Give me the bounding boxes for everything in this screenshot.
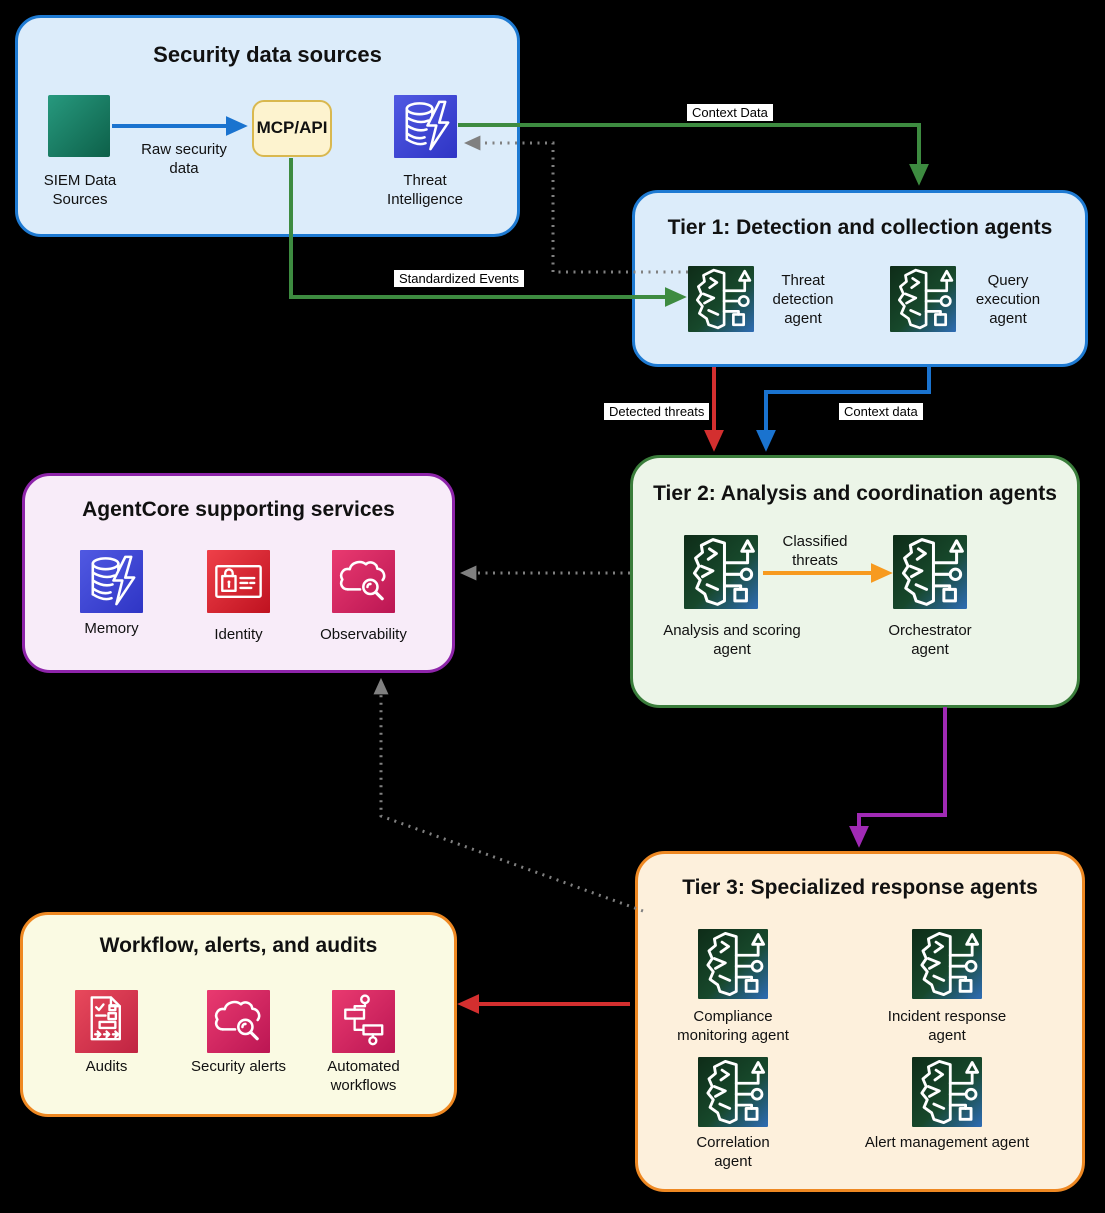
standardized-events-label: Standardized Events	[393, 269, 525, 288]
mcp-api-node: MCP/API	[252, 100, 332, 157]
security-alerts-label: Security alerts	[190, 1058, 287, 1075]
observability-icon	[332, 550, 395, 613]
analysis-scoring-agent-label: Analysis and scoring agent	[663, 622, 801, 658]
raw-security-data-label: Raw security data	[141, 141, 227, 177]
orchestrator-agent-icon	[893, 534, 967, 610]
tier3-box	[635, 851, 1085, 1192]
correlation-agent-icon	[698, 1057, 768, 1127]
threat-intelligence-icon	[394, 95, 457, 158]
workflow-title: Workflow, alerts, and audits	[99, 934, 378, 957]
tier2-title: Tier 2: Analysis and coordination agents	[653, 482, 1057, 505]
automated-workflows-label: Automated workflows	[327, 1058, 400, 1094]
incident-response-agent-label: Incident response agent	[887, 1008, 1007, 1044]
query-execution-agent-icon	[890, 266, 956, 332]
orchestrator-agent-label: Orchestrator agent	[888, 622, 972, 658]
identity-icon	[207, 550, 270, 613]
audits-icon	[75, 990, 138, 1053]
audits-label: Audits	[85, 1058, 128, 1075]
correlation-agent-label: Correlation agent	[696, 1134, 770, 1170]
context-data-mid-label: Context data	[838, 402, 924, 421]
tier3-title: Tier 3: Specialized response agents	[682, 876, 1038, 899]
edge-orchestrator-to-tier3	[849, 707, 947, 848]
edge-context-data-top	[458, 123, 929, 186]
automated-workflows-icon	[332, 990, 395, 1053]
alert-management-agent-label: Alert management agent	[864, 1134, 1030, 1151]
context-data-top-label: Context Data	[686, 103, 774, 122]
tier1-title: Tier 1: Detection and collection agents	[667, 216, 1053, 239]
threat-detection-agent-label: Threat detection agent	[772, 272, 834, 327]
detected-threats-label: Detected threats	[603, 402, 711, 421]
memory-label: Memory	[84, 620, 139, 637]
identity-label: Identity	[214, 626, 263, 643]
query-execution-agent-label: Query execution agent	[975, 272, 1041, 327]
edge-context-data-mid	[756, 367, 931, 452]
agentcore-title: AgentCore supporting services	[82, 498, 395, 521]
compliance-monitoring-agent-icon	[698, 929, 768, 999]
siem-icon	[48, 95, 110, 157]
threat-intelligence-label: Threat Intelligence	[387, 172, 463, 208]
threat-detection-agent-icon	[687, 266, 755, 332]
compliance-monitoring-agent-label: Compliance monitoring agent	[677, 1008, 789, 1044]
alert-management-agent-icon	[912, 1057, 982, 1127]
classified-threats-label: Classified threats	[782, 533, 848, 569]
edge-tier3-to-agentcore-dotted	[373, 677, 644, 913]
siem-label: SIEM Data Sources	[43, 172, 117, 208]
analysis-scoring-agent-icon	[684, 534, 758, 610]
memory-icon	[80, 550, 143, 613]
incident-response-agent-icon	[912, 929, 982, 999]
security-sources-title: Security data sources	[153, 42, 382, 67]
observability-label: Observability	[320, 626, 407, 643]
security-alerts-icon	[207, 990, 270, 1053]
